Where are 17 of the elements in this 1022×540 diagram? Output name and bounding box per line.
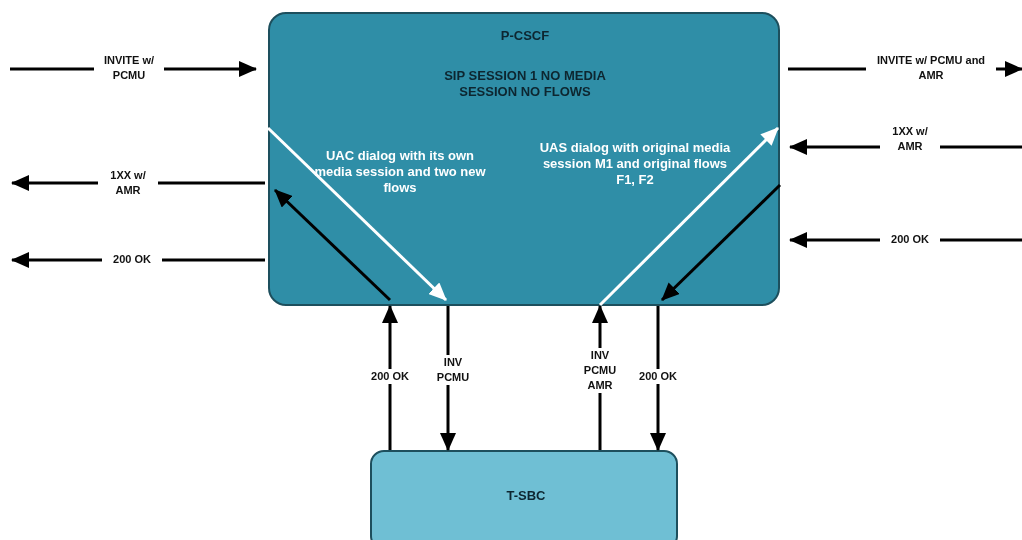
dialog-note: UAS dialog with original media session M1 and original flows F1, F2 — [538, 140, 732, 188]
dialog-note: UAC dialog with its own media session and two new flows — [313, 148, 487, 196]
arrow — [10, 61, 257, 77]
box-title: T-SBC — [505, 488, 547, 504]
arrow — [789, 232, 1022, 248]
arrow — [440, 306, 456, 451]
network-function-box — [268, 12, 780, 306]
box-title: P-CSCF — [499, 28, 551, 44]
arrow — [650, 306, 666, 451]
arrow — [592, 305, 608, 450]
arrow — [789, 139, 1022, 155]
arrow — [382, 305, 398, 450]
arrow — [11, 175, 265, 191]
border-controller-box — [370, 450, 678, 540]
arrow — [11, 252, 265, 268]
session-note: SIP SESSION 1 NO MEDIA SESSION NO FLOWS — [443, 68, 607, 100]
arrow — [788, 61, 1022, 77]
